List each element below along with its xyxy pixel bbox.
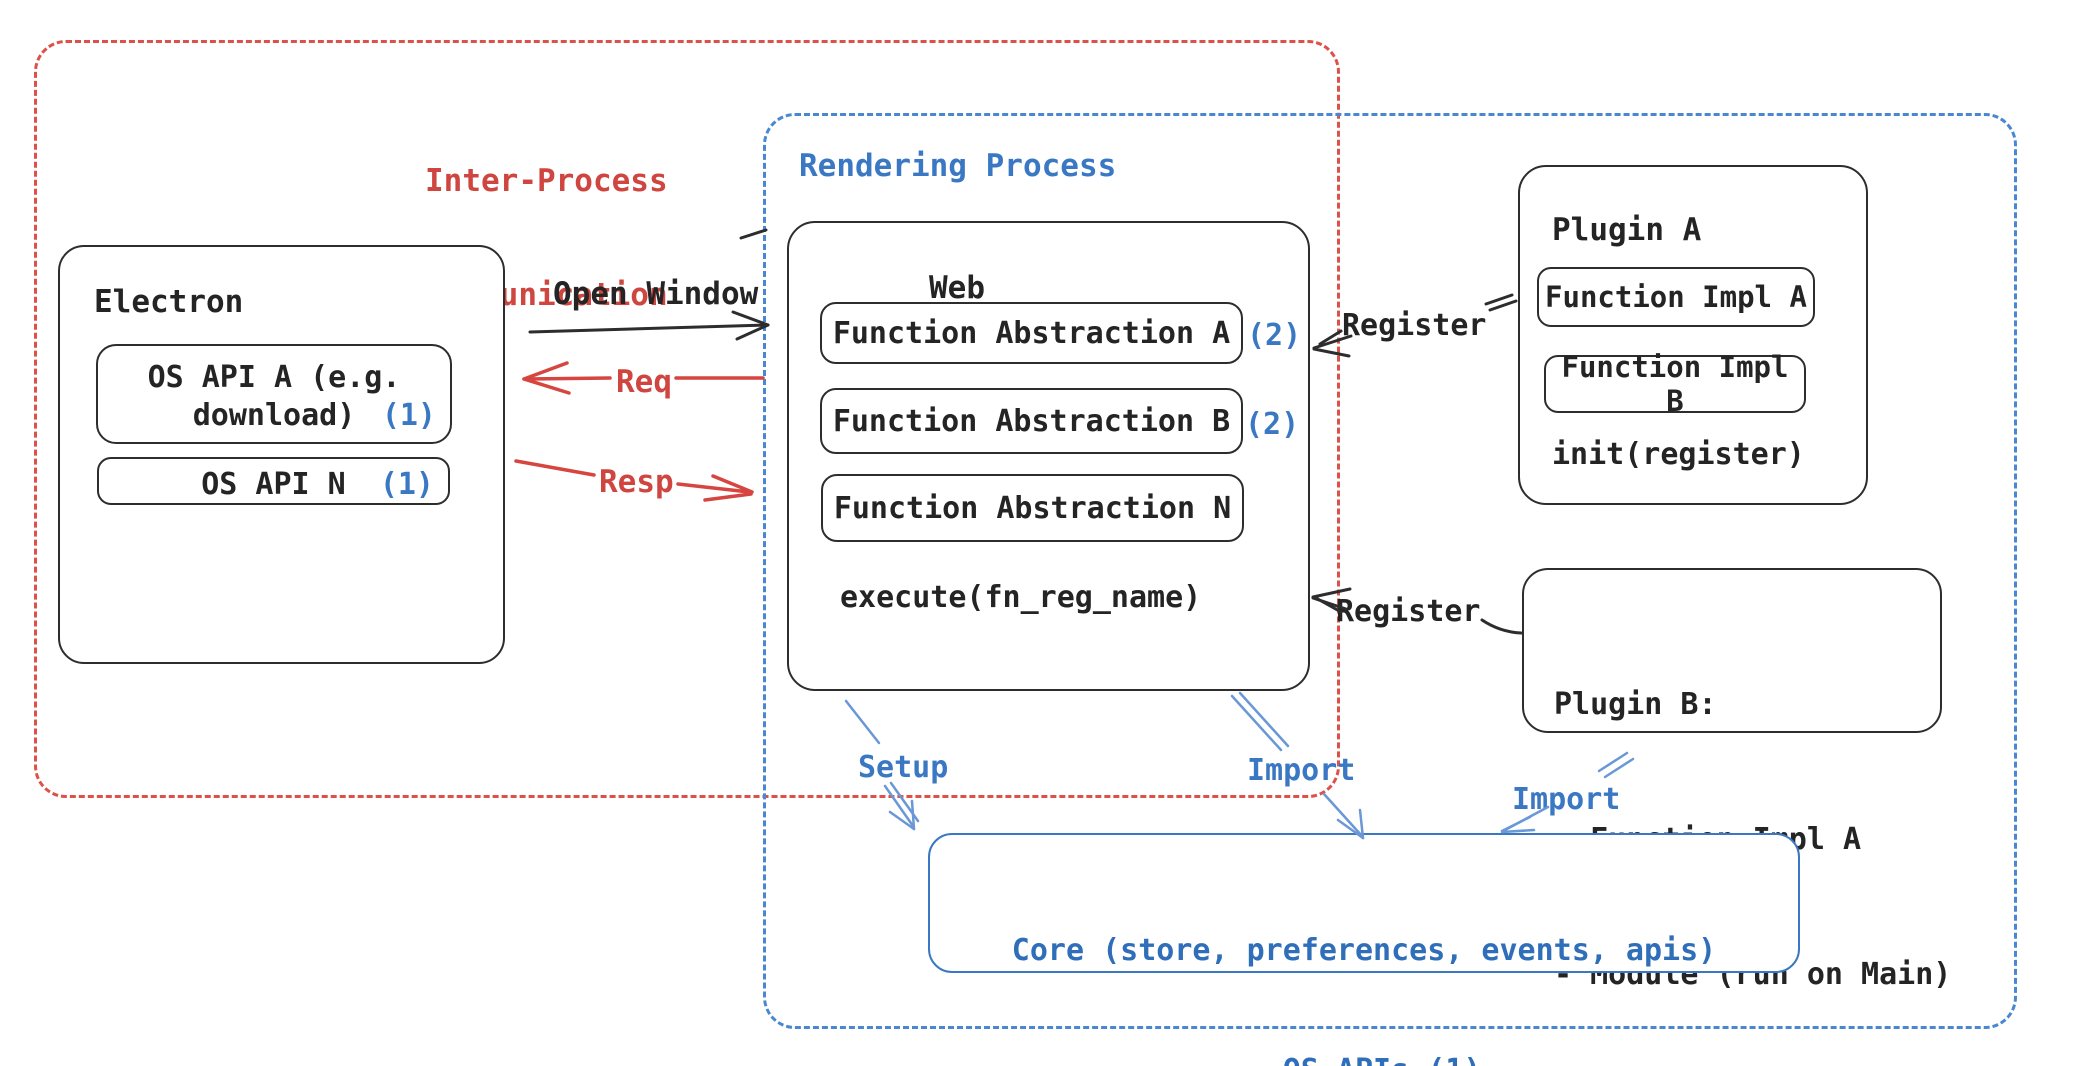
core-box: Core (store, preferences, events, apis) … [928, 833, 1800, 1066]
rendering-process-dashed-region [763, 113, 2017, 1029]
ipc-region-label-line1: Inter-Process [425, 163, 668, 199]
plugin-a-title: Plugin A [1552, 212, 1702, 248]
os-api-a-line1: OS API A (e.g. [147, 360, 401, 395]
function-abstraction-b-ref: (2) [1245, 407, 1300, 442]
core-line2: - OS APIs (1) [930, 1051, 1798, 1066]
register-plugin-a-label: Register [1342, 308, 1487, 343]
rendering-process-label: Rendering Process [799, 148, 1117, 184]
os-api-a-box: OS API A (e.g. download) (1) [96, 344, 452, 444]
function-abstraction-a-ref: (2) [1247, 318, 1302, 353]
import-plugin-b-label: Import [1512, 782, 1621, 817]
function-impl-a-box: Function Impl A [1537, 267, 1815, 327]
core-text: Core (store, preferences, events, apis) … [930, 851, 1798, 1066]
ipc-dashed-region [34, 40, 1340, 798]
import-core-label: Import [1247, 753, 1356, 788]
plugin-a-init-label: init(register) [1552, 437, 1805, 472]
plugin-b-line1: Plugin B: [1554, 687, 1717, 722]
plugin-b-box: Plugin B: - Function Impl A - Module (ru… [1522, 568, 1951, 992]
register-plugin-b-label: Register [1336, 594, 1481, 629]
function-abstraction-n-label: Function Abstraction N [833, 490, 1232, 526]
web-title: Web [929, 270, 985, 306]
os-api-a-line2: download) [192, 398, 356, 433]
function-abstraction-b-label: Function Abstraction B [832, 403, 1231, 439]
function-impl-b-label: Function Impl B [1561, 350, 1789, 418]
os-api-n-box: OS API N (1) [97, 457, 450, 505]
open-window-label: Open Window [553, 276, 759, 312]
req-label: Req [616, 364, 672, 400]
function-abstraction-n-box: Function Abstraction N [821, 474, 1244, 542]
function-abstraction-a-box: Function Abstraction A [820, 302, 1243, 364]
function-impl-b-box: Function Impl B [1544, 350, 1806, 418]
execute-label: execute(fn_reg_name) [840, 580, 1202, 615]
function-abstraction-b-box: Function Abstraction B [820, 388, 1243, 454]
os-api-n-ref-badge: (1) [379, 467, 434, 502]
os-api-a-ref-badge: (1) [381, 398, 436, 433]
plugin-b-text: Plugin B: - Function Impl A - Module (ru… [1554, 592, 1951, 1066]
core-line1: Core (store, preferences, events, apis) [1011, 933, 1717, 968]
electron-title: Electron [94, 284, 244, 320]
function-impl-a-label: Function Impl A [1545, 280, 1807, 314]
web-box [787, 221, 1310, 691]
electron-box [58, 245, 505, 664]
function-abstraction-a-label: Function Abstraction A [832, 315, 1231, 351]
os-api-n-label: OS API N [201, 467, 346, 502]
resp-label: Resp [599, 464, 674, 500]
setup-label: Setup [858, 750, 949, 785]
plugin-a-box [1518, 165, 1868, 505]
